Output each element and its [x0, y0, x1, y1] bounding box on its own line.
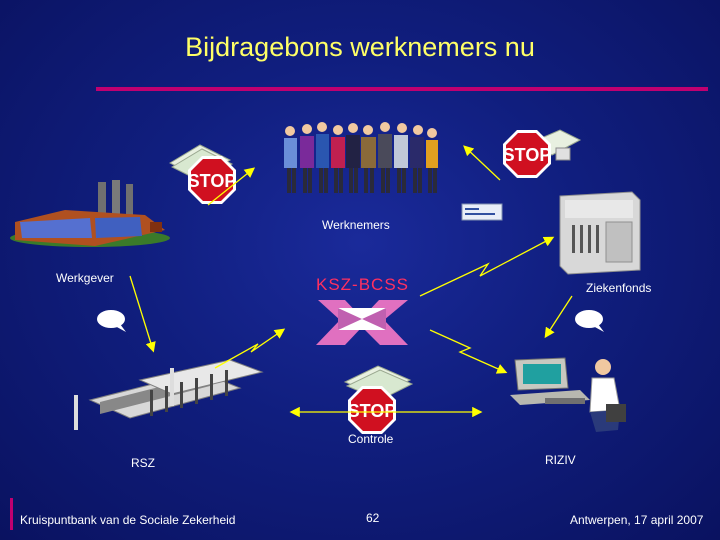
- factory-icon: [10, 180, 170, 247]
- stop-text: STOP: [348, 401, 397, 421]
- page-number: 62: [366, 511, 379, 525]
- arrow-werkgever-rsz: [130, 276, 153, 350]
- arrow-rsz-ksz: [215, 330, 283, 368]
- stop-text: STOP: [503, 145, 552, 165]
- footer-accent-bar: [10, 498, 13, 530]
- speech-bubble-left-icon: [97, 310, 126, 332]
- arrow-ksz-ziekenfonds: [420, 238, 552, 296]
- computer-operator-icon: [510, 358, 626, 432]
- employees-group-icon: [282, 122, 442, 195]
- label-rsz: RSZ: [131, 456, 155, 470]
- label-werkgever: Werkgever: [56, 271, 114, 285]
- stop-sign-controle-icon: STOP: [348, 386, 397, 434]
- label-controle: Controle: [348, 432, 393, 446]
- speech-bubble-right-icon: [575, 310, 604, 332]
- label-riziv: RIZIV: [545, 453, 576, 467]
- form-document-icon: [462, 204, 502, 220]
- label-ksz: KSZ-BCSS: [316, 275, 409, 295]
- arrow-ksz-riziv: [430, 330, 505, 372]
- label-werknemers: Werknemers: [322, 218, 390, 232]
- label-ziekenfonds: Ziekenfonds: [586, 281, 651, 295]
- stop-sign-werkgever-icon: STOP: [188, 156, 237, 204]
- server-icon: [560, 192, 640, 274]
- arrow-ziekenfonds-riziv: [546, 296, 572, 336]
- stop-sign-ziekenfonds-icon: STOP: [503, 130, 552, 178]
- footer-organization: Kruispuntbank van de Sociale Zekerheid: [20, 513, 235, 527]
- rsz-buildings-icon: [74, 360, 262, 430]
- footer-date: Antwerpen, 17 april 2007: [570, 513, 703, 527]
- arrow-werknemers-ziekenfonds: [465, 147, 500, 180]
- ksz-hub-icon: [316, 300, 408, 345]
